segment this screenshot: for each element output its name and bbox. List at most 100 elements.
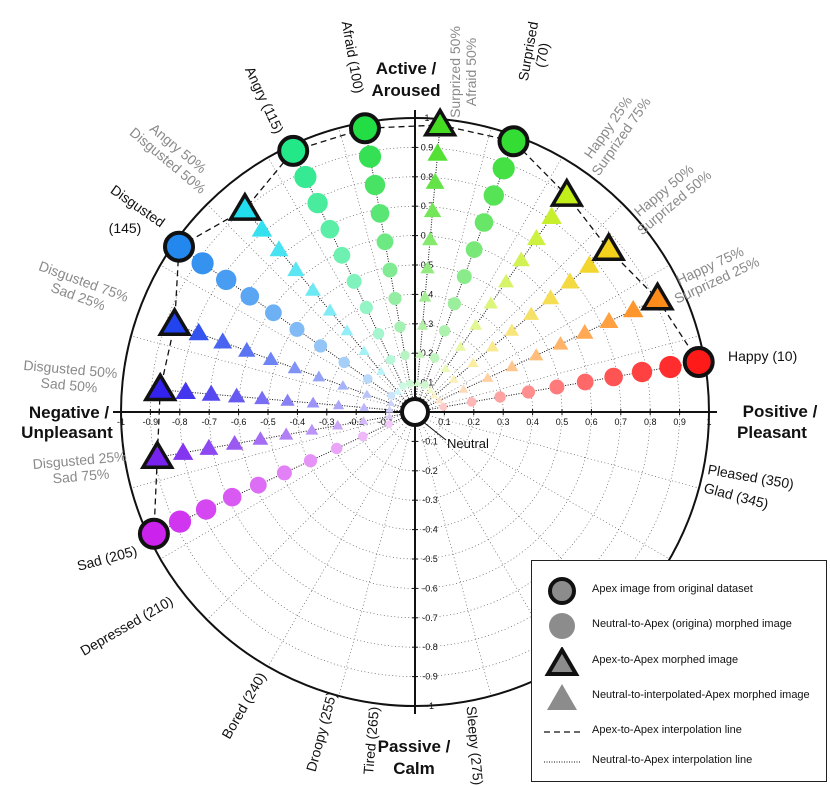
neutral-to-apex-line <box>244 208 416 413</box>
y-positive-title-line1: Active / <box>376 59 437 78</box>
morph-triangle <box>376 366 386 375</box>
y-negative-title-line2: Calm <box>393 759 435 778</box>
morph-circle <box>222 487 242 507</box>
apex-triangle <box>422 107 458 137</box>
grid-radial <box>206 203 416 413</box>
legend-label: Apex-to-Apex morphed image <box>592 654 739 666</box>
y-negative-title-line1: Passive / <box>378 737 451 756</box>
morph-triangle <box>332 419 344 430</box>
legend-item-apex: Apex image from original dataset <box>532 576 826 606</box>
apex-circle <box>137 517 170 550</box>
morph-triangle <box>201 384 221 401</box>
morph-triangle <box>430 391 439 399</box>
morph-triangle <box>225 435 244 450</box>
morph-circle <box>385 420 393 429</box>
legend-label: Neutral-to-Apex interpolation line <box>592 754 753 766</box>
legend-label: Apex-to-Apex interpolation line <box>592 724 742 736</box>
morph-triangle <box>238 341 256 357</box>
morph-circle <box>338 356 350 369</box>
morph-triangle <box>287 261 305 277</box>
morph-triangle <box>175 381 196 399</box>
morph-circle <box>438 325 451 337</box>
neutral-to-apex-line <box>414 124 441 413</box>
legend: Apex image from original dataset Neutral… <box>531 560 827 782</box>
legend-item-neutral-to-interp: Neutral-to-interpolated-Apex morphed ima… <box>532 682 826 712</box>
y-tick-label: -0.2 <box>422 466 438 476</box>
morph-circle <box>429 353 440 363</box>
morph-circle <box>385 355 396 365</box>
morph-triangle <box>576 324 594 339</box>
x-positive-title-line1: Positive / <box>743 402 818 421</box>
grid-radial <box>414 411 492 697</box>
grid-radial <box>338 127 416 413</box>
morph-triangle <box>385 412 394 420</box>
morph-triangle <box>523 306 540 320</box>
morph-circle <box>494 391 506 403</box>
x-negative-title-line2: Unpleasant <box>21 423 113 442</box>
y-tick-label: -0.8 <box>422 642 438 652</box>
emotion-label-sad: Sad (205) <box>75 542 139 573</box>
x-tick-label: 1 <box>706 417 711 427</box>
y-tick-label: -0.9 <box>422 672 438 682</box>
x-tick-label: -0.5 <box>260 417 276 427</box>
neutral-to-apex-line <box>414 298 658 413</box>
x-tick-label: 0.8 <box>644 417 657 427</box>
morph-circle <box>388 291 402 306</box>
apex-triangle <box>227 191 263 221</box>
legend-label: Neutral-to-interpolated-Apex morphed ima… <box>592 689 810 701</box>
neutral-to-apex-line <box>414 249 610 413</box>
y-tick-label: -1 <box>426 701 434 711</box>
apex-circle <box>497 125 530 158</box>
grid-radial <box>414 203 624 413</box>
morph-circle <box>333 246 351 264</box>
morph-circle <box>303 454 318 468</box>
morph-triangle <box>358 345 370 355</box>
morph-triangle <box>393 387 403 395</box>
morph-circle <box>483 185 504 206</box>
x-tick-label: -0.6 <box>231 417 247 427</box>
grid-radial <box>414 411 700 489</box>
neutral-circle <box>400 397 430 427</box>
morph-triangle <box>486 340 499 352</box>
morph-triangle <box>425 172 445 189</box>
morph-triangle <box>435 396 444 404</box>
grid-radial <box>414 411 670 560</box>
neutral-to-apex-line <box>414 195 568 413</box>
morph-circle <box>358 431 368 442</box>
morph-circle <box>400 350 410 361</box>
y-tick-label: 0.3 <box>421 319 434 329</box>
morph-circle <box>276 465 292 481</box>
legend-label: Apex image from original dataset <box>592 583 753 595</box>
morph-circle <box>314 339 328 353</box>
dashed-line-icon <box>544 731 580 733</box>
y-tick-label: -0.4 <box>422 525 438 535</box>
morph-triangle <box>305 423 319 435</box>
morph-circle <box>659 355 682 379</box>
morph-circle <box>406 379 414 388</box>
emotion-label-sleepy: Sleepy (275) <box>464 705 487 785</box>
morph-triangle <box>498 273 514 288</box>
morph-circle <box>358 145 382 168</box>
morph-triangle <box>469 318 483 330</box>
morph-circle <box>439 403 448 411</box>
emotion-label-droopy: Droopy (255) <box>303 690 340 773</box>
morph-triangle <box>287 361 302 374</box>
interp-label-surafr-2: Afraid 50% <box>463 38 479 106</box>
morph-circle <box>549 379 565 395</box>
morph-triangle <box>188 322 209 341</box>
morph-triangle <box>269 240 289 257</box>
x-tick-label: 0.2 <box>468 417 481 427</box>
morph-triangle <box>262 351 279 365</box>
interp-label-surafr-1: Surprized 50% <box>447 26 463 118</box>
emotion-label-surprised-num: (70) <box>532 41 552 68</box>
y-tick-label: 1 <box>424 113 429 123</box>
emotion-label-bored: Bored (240) <box>218 669 269 741</box>
morph-triangle <box>416 320 429 330</box>
morph-triangle <box>448 374 459 383</box>
apex-circle <box>163 230 195 263</box>
neutral-label: Neutral <box>447 436 489 451</box>
morph-circle <box>492 157 515 180</box>
legend-item-neutral-to-apex: Neutral-to-Apex (origina) morphed image <box>532 611 826 641</box>
morph-triangle <box>227 387 246 403</box>
morph-triangle <box>332 399 345 410</box>
